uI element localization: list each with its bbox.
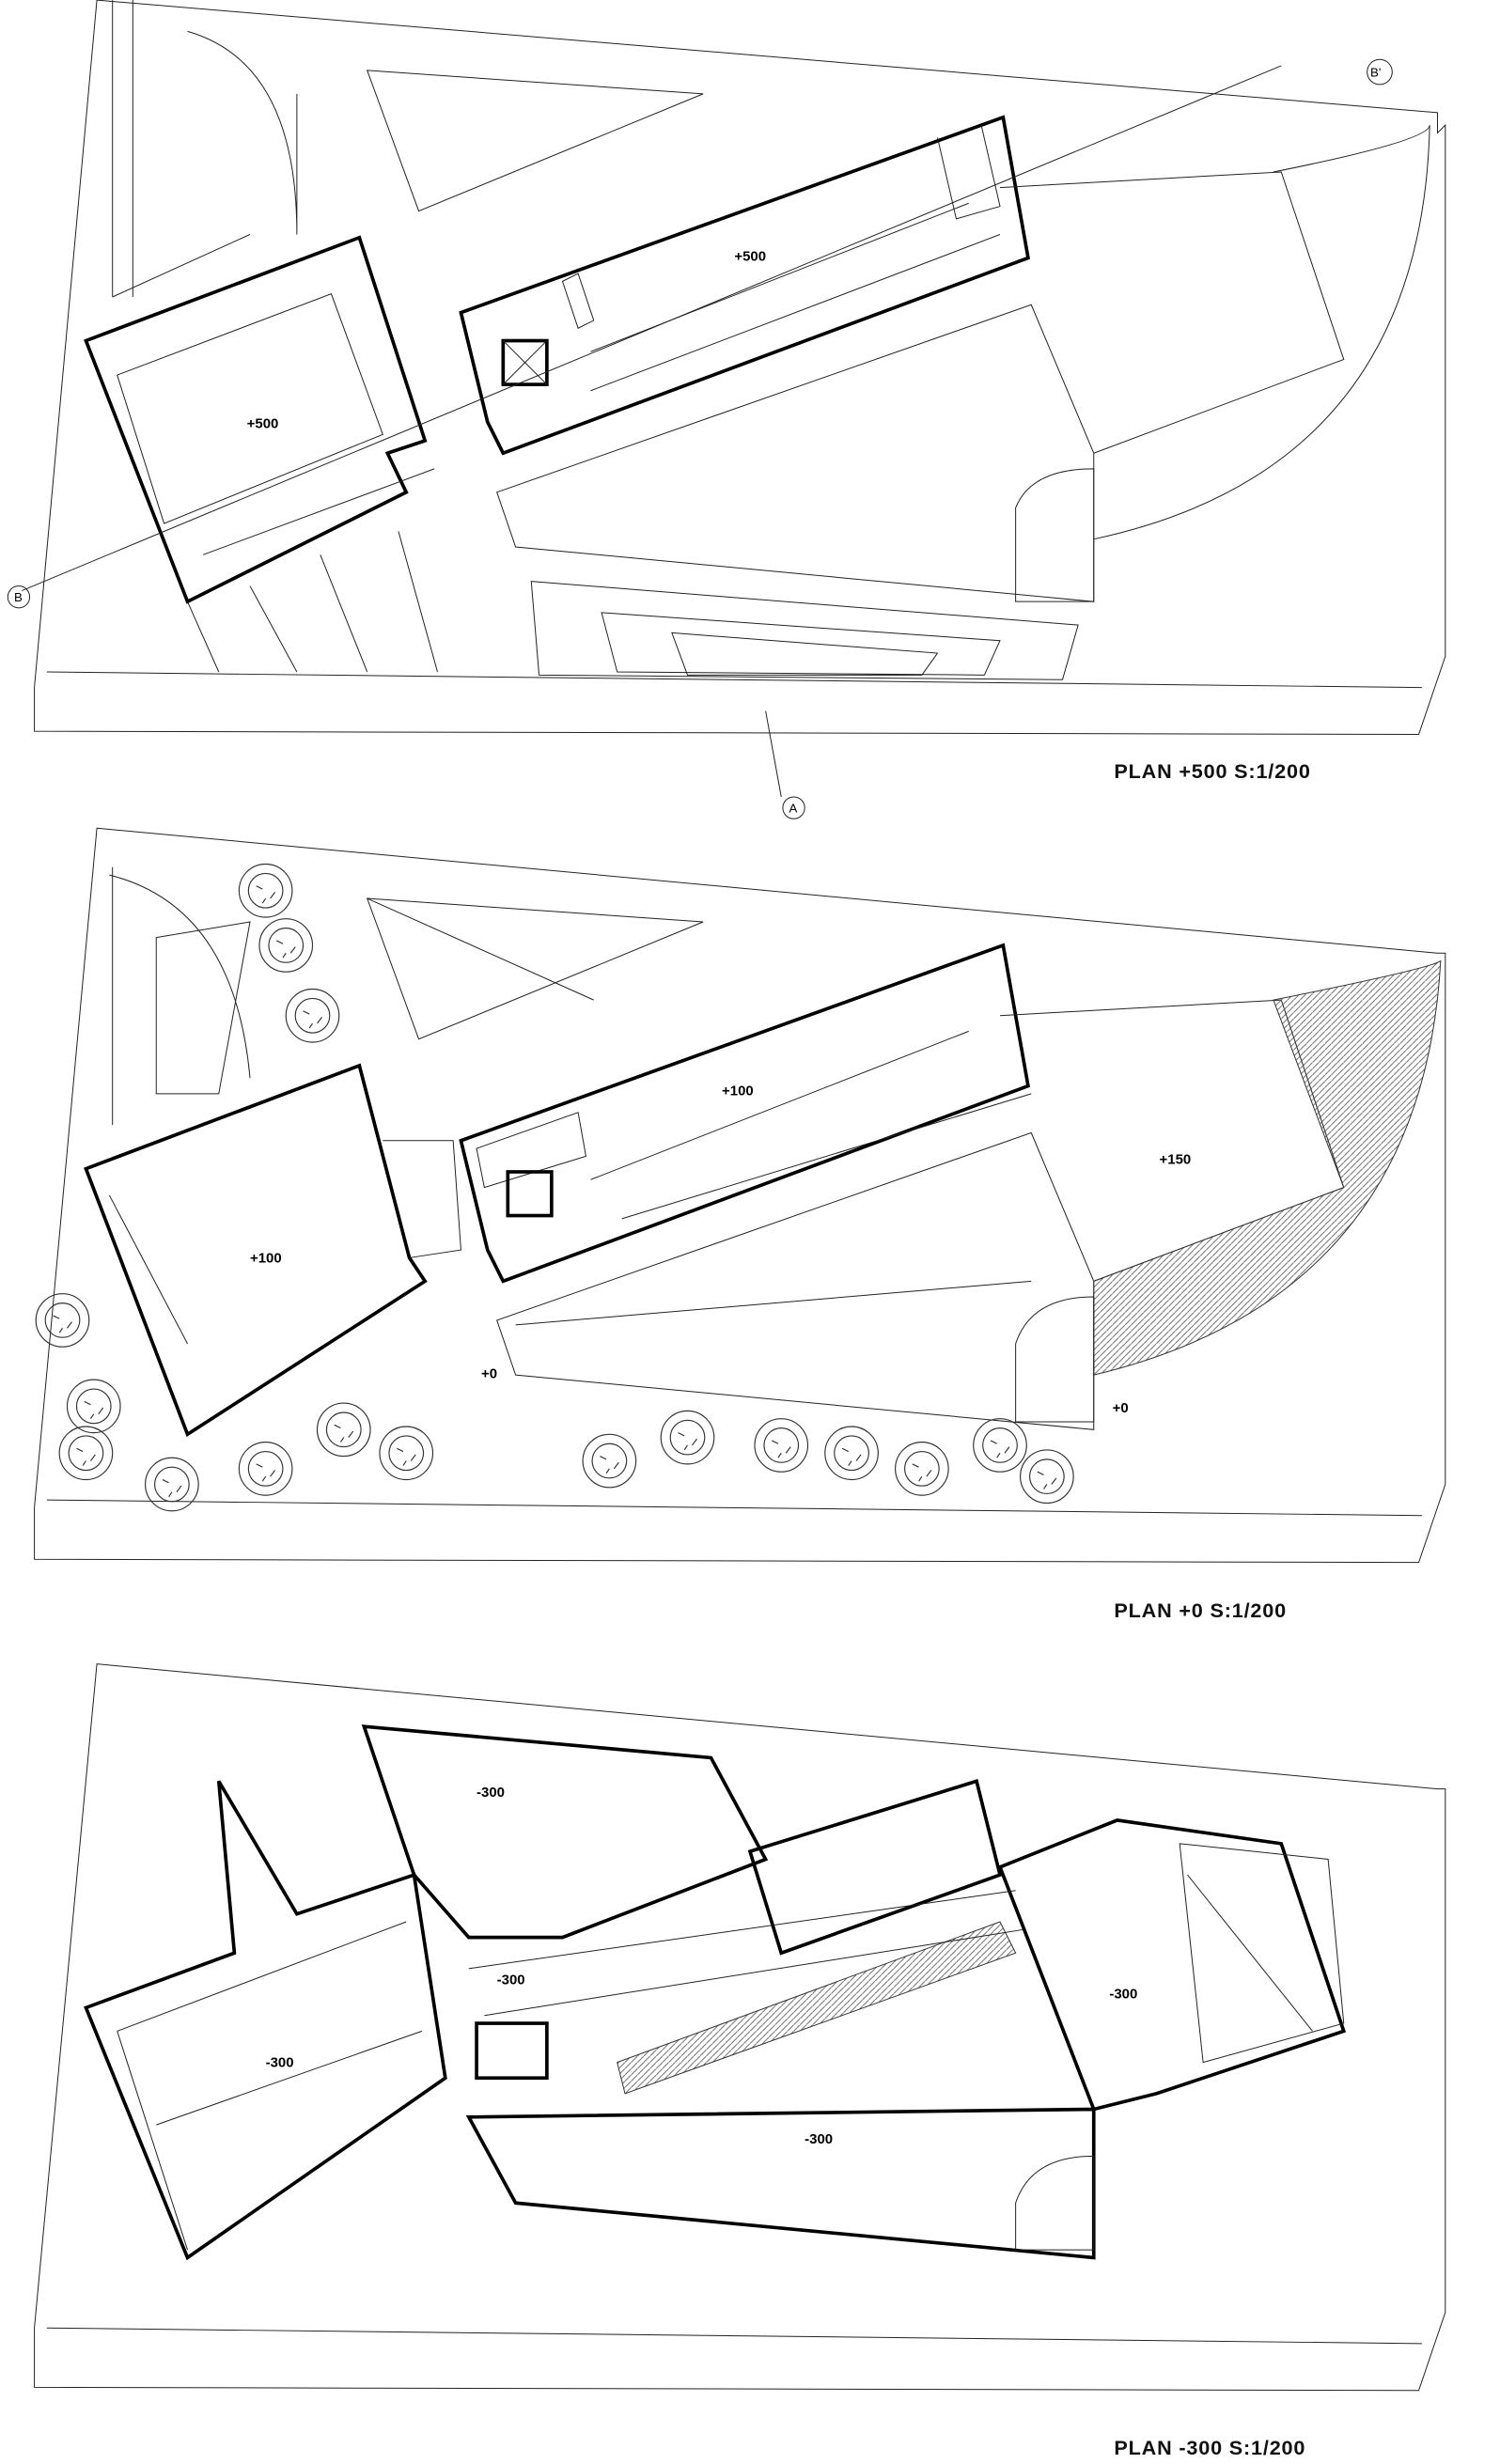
- plan-title: PLAN -300 S:1/200: [1114, 2436, 1305, 2459]
- elevator-core: [475, 2021, 549, 2081]
- level-label: +0: [1113, 1400, 1129, 1416]
- level-label: +150: [1160, 1152, 1192, 1168]
- triangle-wing: [361, 1724, 769, 1940]
- level-label: -300: [497, 1972, 525, 1988]
- parking-block: [84, 1780, 447, 2261]
- elevator-core: [501, 338, 549, 386]
- triangle-void: [366, 70, 704, 212]
- level-label: +500: [247, 416, 279, 432]
- west-block: [84, 1063, 428, 1438]
- section-marker-b-prime: B': [1367, 58, 1393, 86]
- level-label: +100: [722, 1084, 754, 1099]
- section-marker-a: A: [782, 796, 805, 819]
- level-label: +500: [734, 249, 766, 265]
- hatched-strip: [617, 1921, 1017, 2095]
- hatched-ramp: [1093, 959, 1442, 1376]
- plan-plus-500: B B' A +500 +500 PLAN +500 S:1/200: [7, 0, 1446, 819]
- level-label: +100: [250, 1250, 282, 1266]
- site-boundary: [34, 827, 1446, 1564]
- level-label: -300: [1109, 1986, 1137, 2002]
- plan-plus-0: +100 +100 +150 +0 +0 PLAN +0 S:1/200: [34, 827, 1446, 1622]
- level-label: -300: [805, 2131, 833, 2147]
- auditorium: [997, 1818, 1347, 2112]
- site-boundary: [34, 0, 1446, 735]
- site-boundary: [34, 1663, 1446, 2392]
- long-bar: [459, 943, 1030, 1284]
- long-bar: [459, 115, 1030, 456]
- plan-minus-300: -300 -300 -300 -300 -300 PLAN -300 S:1/2…: [34, 1663, 1446, 2459]
- central-bar: [747, 1779, 1003, 1956]
- svg-text:B': B': [1370, 66, 1381, 80]
- level-label: +0: [481, 1365, 497, 1381]
- plan-title: PLAN +500 S:1/200: [1114, 759, 1310, 783]
- elevator-core: [506, 1170, 554, 1218]
- section-marker-b: B: [7, 585, 31, 609]
- level-label: -300: [477, 1785, 505, 1801]
- level-label: -300: [266, 2055, 294, 2071]
- svg-text:B: B: [14, 590, 23, 604]
- lower-hall: [465, 2107, 1096, 2260]
- plan-title: PLAN +0 S:1/200: [1114, 1598, 1287, 1622]
- trees: [35, 863, 1074, 1512]
- svg-text:A: A: [789, 802, 798, 816]
